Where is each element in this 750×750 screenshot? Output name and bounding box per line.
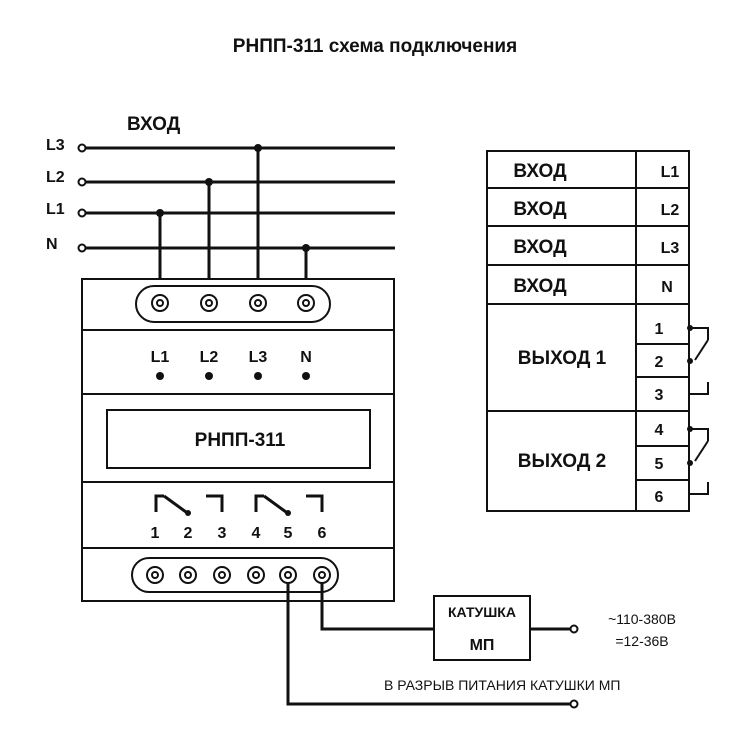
output-terminal-1 xyxy=(146,566,164,584)
table-input-label-3: ВХОД xyxy=(513,237,567,258)
break-note: В РАЗРЫВ ПИТАНИЯ КАТУШКИ МП xyxy=(384,677,620,693)
input-header: ВХОД xyxy=(127,114,181,135)
relay-2-symbol xyxy=(254,494,324,516)
table-output-label-2: ВЫХОД 2 xyxy=(518,451,606,472)
table-input-label-2: ВХОД xyxy=(513,199,567,220)
device-label-n: N xyxy=(300,349,312,366)
table-input-terminal-2: L2 xyxy=(661,202,680,219)
line-label-n: N xyxy=(46,236,58,253)
line-label-l1: L1 xyxy=(46,201,65,218)
relay-number-5: 5 xyxy=(284,525,293,542)
line-start-n xyxy=(77,243,87,253)
device-label-l2: L2 xyxy=(200,349,219,366)
table-output-label-1: ВЫХОД 1 xyxy=(518,348,607,369)
supply-lines xyxy=(77,143,395,293)
coil-wiring: КАТУШКА МП ~110-380В =12-36В В РАЗРЫВ ПИ… xyxy=(286,583,676,709)
input-terminal-n xyxy=(297,294,315,312)
line-label-l3: L3 xyxy=(46,137,65,154)
indicator-l2 xyxy=(205,372,213,380)
indicator-l1 xyxy=(156,372,164,380)
wire-terminal-5-break xyxy=(286,583,570,706)
relay-number-3: 3 xyxy=(218,525,227,542)
table-output-pin-1: 1 xyxy=(655,321,664,338)
junction-l1 xyxy=(156,209,164,217)
display-window xyxy=(106,409,371,469)
output-terminal-3 xyxy=(213,566,231,584)
table-output-pin-3: 3 xyxy=(655,387,664,404)
input-terminal-l1 xyxy=(151,294,169,312)
table-outline xyxy=(486,150,690,512)
relay-number-4: 4 xyxy=(252,525,261,542)
table-input-terminal-1: L1 xyxy=(661,164,680,181)
relay-number-6: 6 xyxy=(318,525,327,542)
table-input-label-1: ВХОД xyxy=(513,161,567,182)
terminal-table: ВХОД L1 ВХОД L2 ВХОД L3 ВХОД N ВЫХОД 1 1… xyxy=(486,150,709,512)
table-output-pin-4: 4 xyxy=(655,422,664,439)
output-2-contact-symbol xyxy=(687,426,709,495)
supply-voltage-ac: ~110-380В xyxy=(608,611,676,627)
wire-terminal-6-to-coil xyxy=(320,583,434,631)
output-1-contact-symbol xyxy=(687,325,709,395)
diagram-title: РНПП-311 схема подключения xyxy=(233,36,517,57)
relay-number-2: 2 xyxy=(184,525,193,542)
line-start-l3 xyxy=(77,143,87,153)
input-terminal-l3 xyxy=(249,294,267,312)
line-start-l2 xyxy=(77,177,87,187)
table-output-pin-5: 5 xyxy=(655,456,664,473)
input-terminal-block xyxy=(135,285,331,323)
device-body: L1 L2 L3 N РНПП-311 1 2 3 4 5 6 xyxy=(81,278,395,602)
device-label-l3: L3 xyxy=(249,349,268,366)
table-output-pin-2: 2 xyxy=(655,354,664,371)
junction-l2 xyxy=(205,178,213,186)
coil-label: КАТУШКА xyxy=(448,604,516,620)
junction-n xyxy=(302,244,310,252)
relay-number-1: 1 xyxy=(151,525,160,542)
line-start-l1 xyxy=(77,208,87,218)
indicator-n xyxy=(302,372,310,380)
output-terminal-2 xyxy=(179,566,197,584)
table-output-pin-6: 6 xyxy=(655,489,664,506)
break-wire-end xyxy=(569,699,579,709)
indicator-l3 xyxy=(254,372,262,380)
device-label-l1: L1 xyxy=(151,349,170,366)
coil-box xyxy=(433,595,531,661)
output-terminal-4 xyxy=(247,566,265,584)
junction-l3 xyxy=(254,144,262,152)
supply-wire-end xyxy=(569,624,579,634)
table-input-label-4: ВХОД xyxy=(513,276,567,297)
line-label-l2: L2 xyxy=(46,169,65,186)
coil-label-sub: МП xyxy=(470,637,495,654)
supply-voltage-dc: =12-36В xyxy=(615,633,668,649)
device-model-label: РНПП-311 xyxy=(195,430,286,451)
table-input-terminal-3: L3 xyxy=(661,240,680,257)
input-terminal-l2 xyxy=(200,294,218,312)
relay-1-symbol xyxy=(154,494,224,516)
table-input-terminal-4: N xyxy=(661,279,673,296)
